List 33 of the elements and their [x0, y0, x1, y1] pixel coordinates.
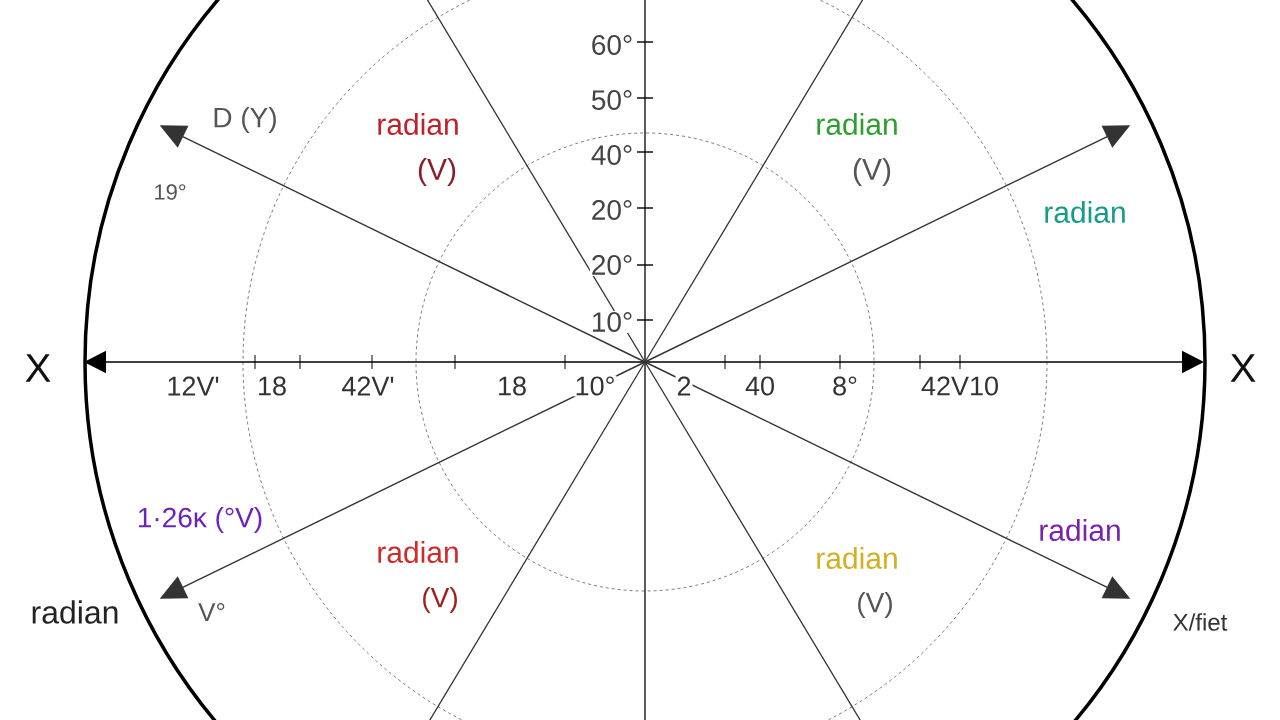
- sector-label: (V): [420, 585, 460, 615]
- tick-label: 8°: [831, 375, 859, 397]
- sector-label: (V): [416, 157, 458, 187]
- angle-label: 19°: [152, 183, 188, 201]
- tick-label: 60°: [589, 34, 635, 56]
- tick-label: 2: [675, 375, 693, 397]
- sector-label: radian: [814, 112, 900, 136]
- axis-label: X: [1228, 353, 1258, 383]
- sector-label: radian: [375, 112, 461, 136]
- tick-label: 10°: [573, 375, 617, 397]
- tick-label: 50°: [589, 89, 635, 111]
- axis-label: radian: [29, 599, 121, 625]
- tick-label: 18: [256, 375, 289, 397]
- tick-label: 20°: [589, 254, 635, 276]
- tick-label: 40°: [589, 144, 635, 166]
- tick-label: 42V10: [919, 375, 1001, 397]
- tick-label: 20°: [589, 199, 635, 221]
- axis-label: X/fiet: [1171, 612, 1229, 632]
- sector-label: radian: [1042, 200, 1128, 224]
- sector-label: radian: [814, 546, 900, 570]
- tick-label: 18: [496, 375, 528, 397]
- tick-label: 40: [744, 375, 776, 397]
- angle-label: V°: [197, 601, 227, 623]
- sector-label: radian: [375, 540, 461, 564]
- tick-label: 10°: [589, 311, 635, 333]
- tick-label: 12V': [165, 375, 221, 397]
- sector-label: (V): [851, 157, 893, 187]
- axis-label: X: [23, 353, 53, 383]
- sector-label: 1·26κ (°V): [135, 505, 265, 535]
- sector-label: (V): [855, 590, 895, 620]
- tick-label: 42V': [340, 375, 396, 397]
- axis-label: D (Y): [211, 105, 279, 135]
- sector-label: radian: [1037, 518, 1123, 542]
